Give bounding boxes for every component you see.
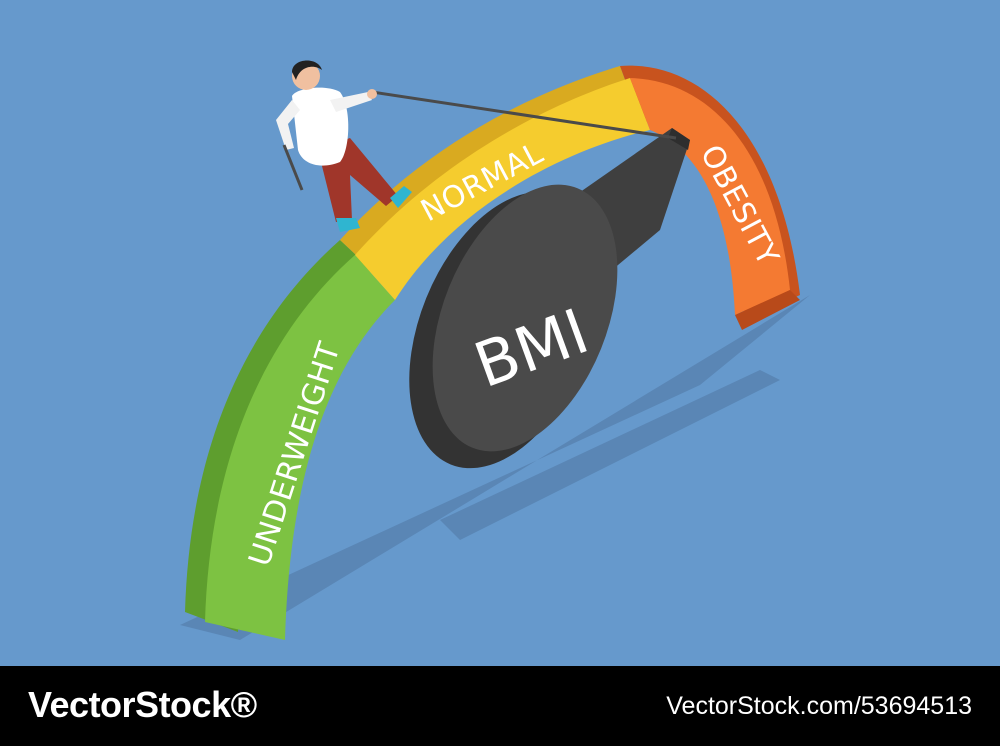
bmi-illustration: UNDERWEIGHT NORMAL OBESITY BMI bbox=[0, 0, 1000, 666]
person-figure bbox=[276, 60, 412, 232]
gauge-segment-underweight bbox=[205, 255, 395, 640]
shoe-left-icon bbox=[336, 218, 360, 232]
pull-rope bbox=[371, 90, 677, 140]
floor-shadow bbox=[180, 295, 810, 640]
image-id-text: VectorStock.com/53694513 bbox=[666, 692, 972, 720]
dial-face bbox=[432, 184, 618, 452]
watermark-footer: VectorStock® VectorStock.com/53694513 bbox=[0, 666, 1000, 746]
shoe-right-icon bbox=[390, 186, 412, 208]
bmi-dial: BMI bbox=[409, 128, 690, 469]
vectorstock-logo: VectorStock® bbox=[28, 684, 257, 725]
person-hair bbox=[292, 60, 322, 80]
illustration-scene: UNDERWEIGHT NORMAL OBESITY BMI bbox=[0, 0, 1000, 666]
gauge-end-face bbox=[735, 290, 800, 330]
gauge-segment-normal bbox=[355, 78, 650, 300]
